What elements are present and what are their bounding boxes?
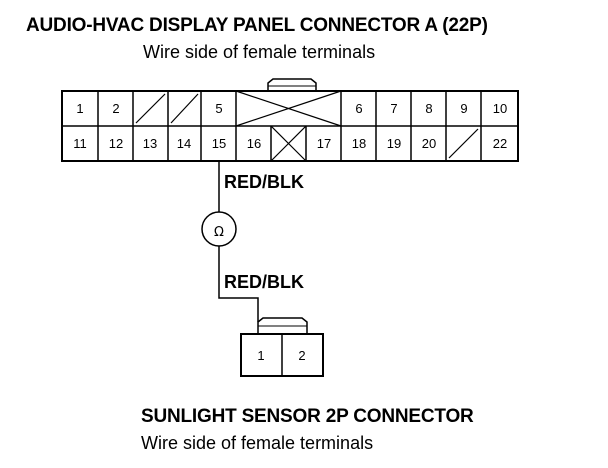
terminal-12-label: 12	[109, 136, 123, 151]
connector-a-title: AUDIO-HVAC DISPLAY PANEL CONNECTOR A (22…	[26, 15, 488, 36]
ohmmeter-circle	[201, 211, 237, 247]
terminal-16-label: 16	[247, 136, 261, 151]
sensor-pin-2-label: 2	[298, 348, 305, 363]
sensor-pin-1-label: 1	[257, 348, 264, 363]
terminal-6-label: 6	[355, 101, 362, 116]
connector-a-lock-tab	[267, 78, 317, 91]
empty-cavity-21	[448, 128, 479, 159]
terminal-11-label: 11	[73, 136, 87, 151]
empty-cavity-3	[135, 93, 166, 124]
terminal-14-label: 14	[177, 136, 191, 151]
blocked-cavity-x	[270, 125, 307, 162]
terminal-22-label: 22	[493, 136, 507, 151]
terminal-15-label: 15	[212, 136, 226, 151]
terminal-10-label: 10	[493, 101, 507, 116]
terminal-19-label: 19	[387, 136, 401, 151]
empty-cavity-4	[170, 93, 199, 124]
blocked-cavities-x	[235, 90, 342, 127]
terminal-1-label: 1	[76, 101, 83, 116]
terminal-2-label: 2	[112, 101, 119, 116]
sensor-connector-subtitle: Wire side of female terminals	[141, 433, 374, 453]
terminal-7-label: 7	[390, 101, 397, 116]
wire-label-top: RED/BLK	[224, 172, 304, 192]
ohm-symbol: Ω	[214, 225, 224, 240]
terminal-13-label: 13	[143, 136, 157, 151]
terminal-20-label: 20	[422, 136, 436, 151]
connector-a-subtitle: Wire side of female terminals	[143, 42, 376, 62]
terminal-18-label: 18	[352, 136, 366, 151]
terminal-17-label: 17	[317, 136, 331, 151]
terminal-8-label: 8	[425, 101, 432, 116]
sensor-lock-tab	[257, 317, 308, 334]
sensor-connector-title: SUNLIGHT SENSOR 2P CONNECTOR	[141, 406, 474, 427]
red-blk-wire	[218, 161, 259, 322]
wire-label-bottom: RED/BLK	[224, 272, 304, 292]
terminal-9-label: 9	[460, 101, 467, 116]
terminal-5-label: 5	[215, 101, 222, 116]
